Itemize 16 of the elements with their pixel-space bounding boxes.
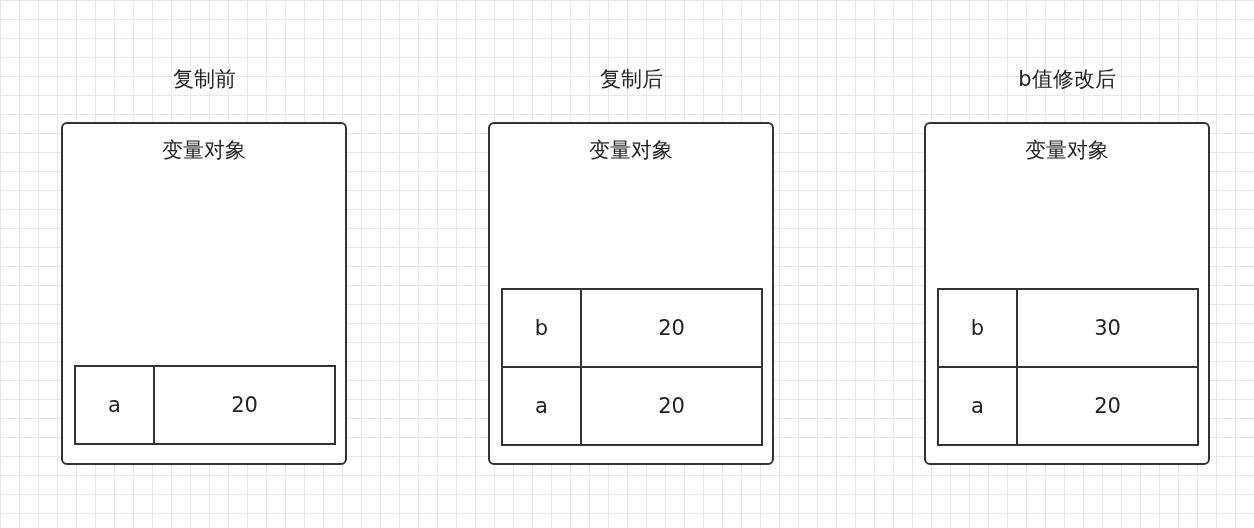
panel-heading: 变量对象 [161, 137, 247, 164]
table-cell: 20 [153, 365, 336, 445]
table-cell: b [937, 288, 1018, 368]
panel-heading: 变量对象 [588, 137, 674, 164]
table-cell: a [501, 366, 582, 446]
panel-title: 复制后 [598, 66, 664, 93]
panel-title: b值修改后 [1017, 66, 1117, 93]
table-cell: a [74, 365, 155, 445]
panel-title: 复制前 [171, 66, 237, 93]
table-cell: 30 [1016, 288, 1199, 368]
panel-heading: 变量对象 [1024, 137, 1110, 164]
table-cell: 20 [1016, 366, 1199, 446]
table-cell: b [501, 288, 582, 368]
table-cell: 20 [580, 366, 763, 446]
table-cell: 20 [580, 288, 763, 368]
table-cell: a [937, 366, 1018, 446]
